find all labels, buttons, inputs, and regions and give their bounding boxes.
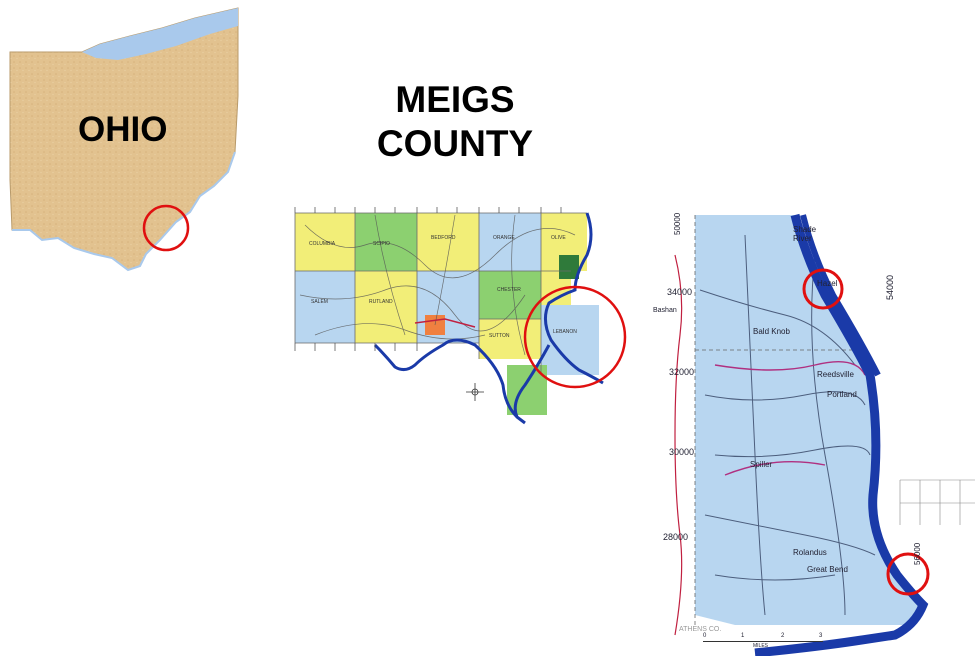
county-title: MEIGS COUNTY	[360, 78, 550, 166]
township-scipio: SCIPIO	[373, 241, 390, 247]
label-shade-river: Shade River	[793, 225, 817, 243]
township-rutland: RUTLAND	[369, 299, 393, 305]
scale-tick-0: 0	[703, 633, 707, 639]
lake-erie	[82, 8, 238, 60]
label-athens-county: ATHENS CO.	[679, 626, 722, 633]
location-circle-detail-top	[802, 268, 844, 310]
scale-tick-2: 2	[781, 633, 785, 639]
township-orange: ORANGE	[493, 235, 515, 241]
township-chester: CHESTER	[497, 287, 521, 293]
compass-rose	[466, 383, 484, 401]
ohio-state-map	[9, 7, 239, 272]
scale-bar: 0 1 2 3 MILES	[703, 633, 823, 651]
county-township-labels: COLUMBIA SCIPIO BEDFORD ORANGE OLIVE SAL…	[275, 195, 635, 440]
scale-tick-1: 1	[741, 633, 745, 639]
label-reedsville: Reedsville	[817, 370, 854, 379]
township-columbia: COLUMBIA	[309, 241, 336, 247]
state-label: OHIO	[78, 110, 168, 149]
y-coord-3: 30000	[669, 447, 695, 457]
y-coord-2: 32000	[669, 367, 695, 377]
label-rolandus: Rolandus	[793, 548, 827, 557]
township-lebanon: LEBANON	[553, 329, 577, 335]
y-coord-1: 34000	[667, 287, 693, 297]
label-spiller: Spiller	[750, 460, 773, 469]
ohio-river	[12, 151, 236, 272]
county-title-line1: MEIGS	[395, 79, 515, 120]
label-great-bend: Great Bend	[807, 565, 848, 574]
ohio-river-detail	[754, 213, 929, 656]
label-bashan: Bashan	[653, 307, 677, 314]
meigs-county-map	[275, 195, 635, 440]
detail-labels: Shade River Hazel Bashan Bald Knob Reeds…	[653, 195, 975, 656]
detail-map	[655, 195, 975, 656]
x-coord-1: 50000	[673, 212, 682, 235]
x-coord-2: 54000	[885, 274, 895, 300]
location-circle-detail-bottom	[886, 552, 930, 596]
township-sutton: SUTTON	[489, 333, 510, 339]
label-hazel: Hazel	[817, 279, 838, 288]
location-circle-ohio	[142, 204, 190, 252]
township-cells	[295, 213, 599, 415]
scale-unit: MILES	[753, 643, 769, 649]
label-portland: Portland	[827, 390, 857, 399]
ohio-river-county	[373, 212, 604, 425]
y-coord-4: 28000	[663, 532, 689, 542]
x-coord-3: 56000	[913, 542, 922, 565]
location-circle-county	[523, 285, 627, 389]
township-salem: SALEM	[311, 299, 328, 305]
county-title-line2: COUNTY	[376, 123, 534, 164]
label-bald-knob: Bald Knob	[753, 327, 790, 336]
township-olive: OLIVE	[551, 235, 566, 241]
scale-tick-3: 3	[819, 633, 823, 639]
township-area	[695, 215, 923, 625]
township-bedford: BEDFORD	[431, 235, 456, 241]
